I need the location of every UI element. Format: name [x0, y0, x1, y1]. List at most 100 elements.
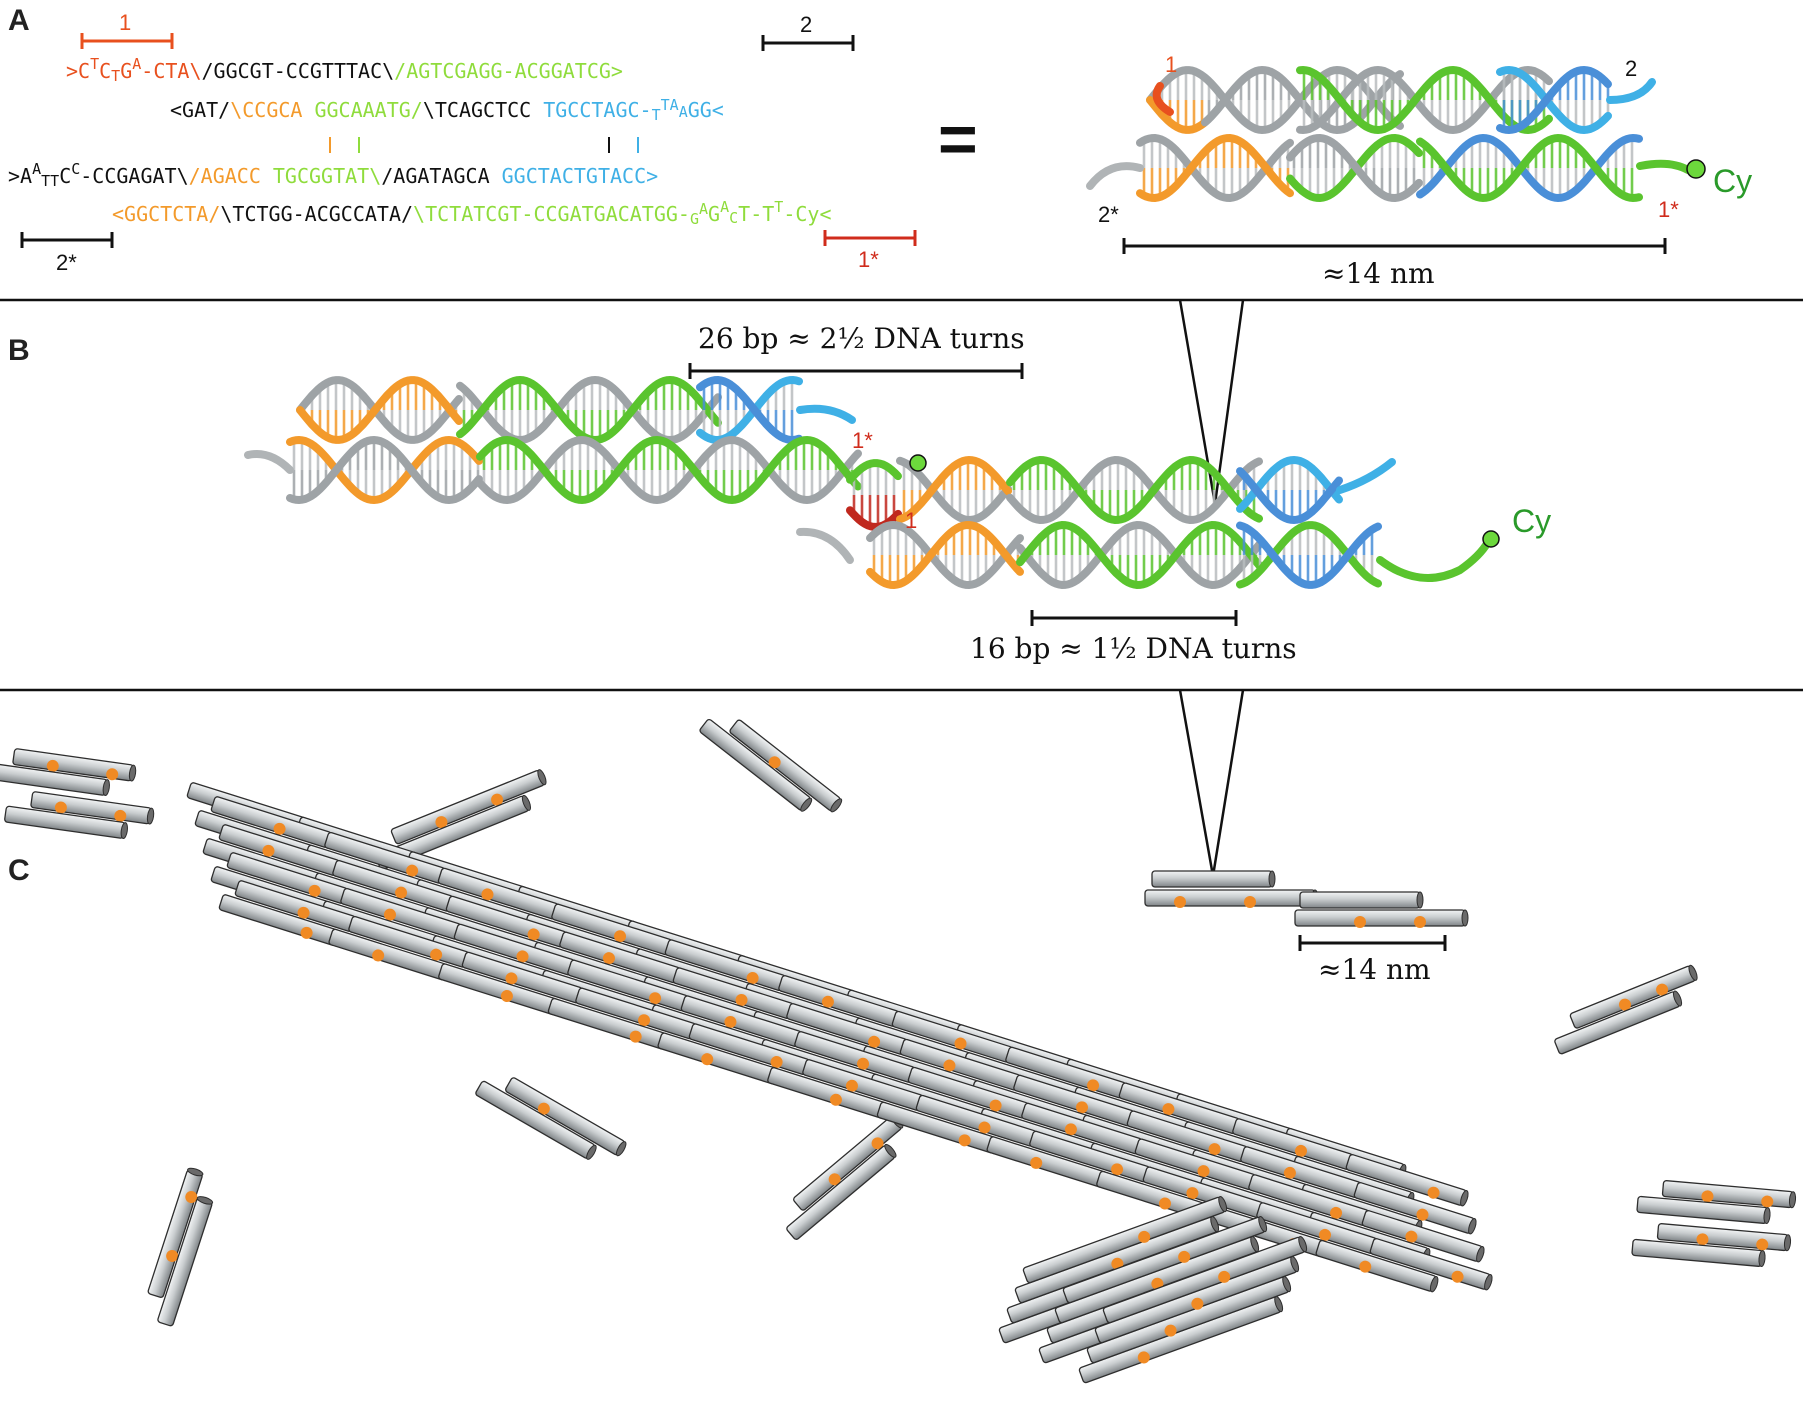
junction-dot: [638, 1014, 651, 1027]
junction-dot: [1158, 1197, 1171, 1210]
junction-dot: [1696, 1233, 1709, 1246]
junction-dot: [954, 1037, 967, 1050]
junction-dot: [871, 1137, 884, 1150]
junction-dot: [505, 972, 518, 985]
junction-dot: [527, 928, 540, 941]
junction-dot: [516, 950, 529, 963]
rod: [475, 1080, 597, 1160]
junction-dot: [629, 1030, 642, 1043]
junction-dot: [1197, 1165, 1210, 1178]
marker-2-label: 2: [800, 12, 812, 37]
helix-b-left-bottom-grey: [286, 435, 483, 505]
helix-a-overhang-2star: [1086, 162, 1144, 190]
junction-dot: [1330, 1206, 1343, 1219]
junction-dot: [1218, 1270, 1231, 1283]
panel-letter-a: A: [8, 4, 30, 37]
panel-letter-c: C: [8, 854, 30, 887]
junction-dot: [383, 908, 396, 921]
helix-b-tail-blue: [1336, 458, 1396, 494]
rod: [453, 923, 577, 977]
span-bar-16bp: 16 bp ≈ 1½ DNA turns: [970, 610, 1297, 665]
length-bar-a: ≈14 nm: [1122, 238, 1667, 290]
junction-dot: [958, 1134, 971, 1147]
helix-a-overhang-2: [1606, 78, 1656, 104]
junction-dot: [491, 793, 504, 806]
junction-dot: [1076, 1101, 1089, 1114]
rod: [1022, 1196, 1228, 1284]
helix-label-1-star: 1*: [1658, 197, 1679, 222]
marker-2-star: 2*: [20, 232, 114, 275]
junction-dot: [1138, 1230, 1151, 1243]
cy-dye-marker-b2: [1482, 530, 1500, 548]
junction-dot: [1164, 1324, 1177, 1337]
junction-dot: [185, 1190, 198, 1203]
helix-label-cy: Cy: [1713, 163, 1752, 199]
junction-dot: [114, 809, 127, 822]
marker-1-star-label: 1*: [858, 247, 879, 272]
rod: [4, 805, 128, 840]
rod: [1554, 990, 1683, 1055]
span-bar-26bp: 26 bp ≈ 2½ DNA turns: [688, 322, 1025, 379]
strand-row-1: >CTCTGA-CTA\/GGCGT-CCGTTTAC\/AGTCGAGG-AC…: [66, 55, 623, 85]
junction-dot: [649, 992, 662, 1005]
rod: [390, 769, 547, 845]
rod: [1361, 1210, 1485, 1263]
junction-dot: [868, 1035, 881, 1048]
junction-dot: [106, 768, 119, 781]
helix-label-2: 2: [1625, 56, 1637, 81]
junction-dot: [1354, 916, 1366, 928]
helix-a-bottom-orange: [1136, 133, 1294, 203]
rod: [0, 762, 110, 797]
junction-dot: [1451, 1270, 1464, 1283]
helix-label-2-star: 2*: [1098, 202, 1119, 227]
rod: [157, 1196, 214, 1327]
rod: [12, 748, 137, 782]
junction-dot: [430, 948, 443, 961]
junction-dot: [1656, 983, 1669, 996]
rod: [1299, 891, 1424, 909]
junction-dot: [1178, 1250, 1191, 1263]
rod: [1144, 889, 1319, 908]
junction-dot: [614, 930, 627, 943]
junction-dot: [1414, 916, 1426, 928]
junction-dot: [1283, 1166, 1296, 1179]
junction-dot: [768, 756, 781, 769]
helix-b-right-top-blue: [1236, 455, 1343, 525]
helix-label-1: 1: [1165, 52, 1177, 77]
junction-dot: [828, 1173, 841, 1186]
junction-dot: [821, 995, 834, 1008]
junction-dot: [845, 1079, 858, 1092]
junction-dot: [537, 1102, 550, 1115]
junction-dot: [1064, 1123, 1077, 1136]
junction-dot: [943, 1059, 956, 1072]
helix-b-label-1: 1: [905, 508, 917, 533]
helix-b-label-1-star: 1*: [852, 428, 873, 453]
junction-dot: [1618, 998, 1631, 1011]
rod: [1569, 964, 1698, 1029]
rod: [1656, 1223, 1792, 1252]
rod: [1631, 1238, 1766, 1268]
junction-dot: [1137, 1351, 1150, 1364]
junction-dot: [273, 822, 286, 835]
junction-dot: [1244, 896, 1256, 908]
junction-dot: [406, 864, 419, 877]
junction-dot: [300, 926, 313, 939]
rod: [729, 719, 843, 813]
rod: [147, 1167, 204, 1298]
junction-dot: [1191, 1297, 1204, 1310]
rod: [1102, 1236, 1308, 1324]
junction-dot: [735, 994, 748, 1007]
helix-b-right-bottom-orange: [866, 520, 1024, 590]
marker-2: 2: [761, 12, 855, 51]
helix-b-right-bottom-green: [1016, 520, 1264, 590]
rod: [1151, 870, 1276, 888]
junction-dot: [978, 1121, 991, 1134]
helix-b-junction-red: [846, 459, 902, 531]
helix-a-bottom-grey: [1286, 133, 1423, 203]
junction-dot: [435, 816, 448, 829]
rod: [1345, 1154, 1469, 1207]
helix-b-label-cy: Cy: [1512, 503, 1551, 539]
junction-dot: [1756, 1238, 1769, 1251]
junction-dot: [46, 759, 59, 772]
